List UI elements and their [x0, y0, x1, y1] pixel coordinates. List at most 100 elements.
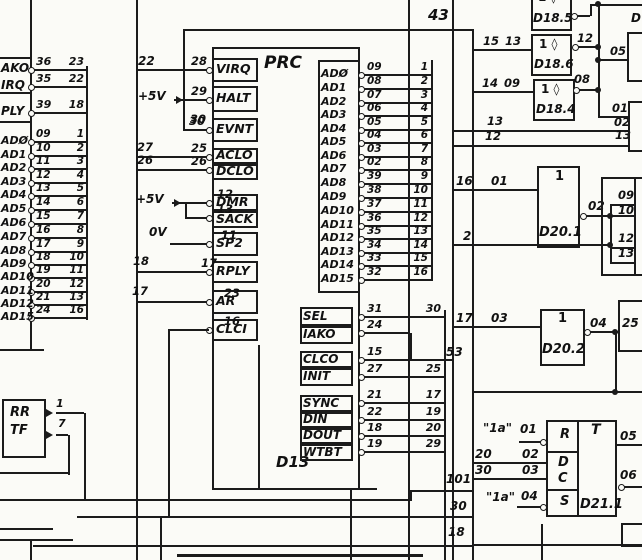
wire	[30, 0, 32, 57]
pin-number: 18	[36, 251, 51, 263]
wire	[410, 491, 412, 501]
net-label: 25	[622, 316, 639, 330]
pin-number: 28	[190, 54, 207, 68]
ic-edge	[212, 47, 360, 49]
wire	[364, 183, 431, 185]
pin-box-wtbt	[300, 444, 353, 461]
pin-number: 09	[36, 128, 51, 140]
tf-label: TF	[10, 423, 28, 438]
wire	[160, 518, 162, 560]
pin-circle	[357, 276, 365, 284]
pin-number: 17	[456, 311, 473, 325]
net-label: 30	[475, 463, 492, 477]
pin-label: RPLY	[216, 263, 250, 278]
pin-number: 21	[36, 291, 51, 303]
pin-circle	[27, 152, 35, 160]
pin-circle	[27, 83, 35, 91]
junction-dot	[595, 87, 601, 93]
bus-number: 20	[425, 421, 441, 434]
bus-number: 16	[69, 304, 84, 316]
pin-number: 10	[36, 142, 51, 154]
pin-number: 36	[36, 55, 52, 68]
bus-number: 1	[76, 128, 84, 140]
wire	[410, 490, 472, 492]
net-label: 17	[132, 284, 149, 298]
wire	[577, 15, 590, 17]
wire	[615, 332, 617, 392]
wire	[56, 412, 84, 414]
pin-number: 16	[223, 314, 240, 328]
box-divider	[634, 177, 636, 276]
pin-number: 01	[520, 422, 537, 436]
pin-label: EVNT	[216, 121, 254, 136]
wire	[364, 102, 431, 104]
pin-number: 02	[588, 199, 605, 213]
pin-label: AD2	[321, 95, 347, 108]
pin-circle	[357, 85, 365, 93]
pin-number: 01	[612, 101, 629, 115]
gate-symbol: 1	[555, 169, 565, 184]
pin-number: 05	[620, 429, 637, 443]
pin-number: 30	[189, 112, 206, 126]
wire	[136, 169, 207, 171]
bus-number: 5	[76, 182, 84, 194]
net-label: "1a"	[483, 421, 512, 435]
wire	[579, 89, 598, 91]
signal-label: AD9	[1, 257, 27, 270]
pin-number: 19	[367, 437, 383, 450]
connector-edge	[0, 349, 44, 351]
pin-number: 12	[36, 169, 51, 181]
pin-circle	[27, 220, 35, 228]
wire	[183, 129, 207, 131]
ic-edge	[212, 488, 377, 490]
pin-number: 15	[36, 210, 51, 222]
wire	[590, 4, 592, 16]
wire	[34, 141, 86, 143]
pin-box-dout	[300, 428, 353, 444]
pin-number: 21	[367, 388, 383, 401]
wire	[598, 59, 627, 61]
ic-divider	[318, 60, 320, 292]
pin-number: 06	[620, 468, 637, 482]
pin-label: AD1	[321, 81, 347, 94]
pin-number: 05	[610, 44, 627, 58]
bus-number: 18	[68, 98, 84, 111]
bus-number: 16	[413, 266, 428, 278]
pin-circle	[357, 399, 365, 407]
pin-number: 27	[367, 362, 383, 375]
pin-label: DIN	[303, 412, 328, 426]
bus-number: 23	[68, 55, 84, 68]
pin-box-evnt	[212, 118, 258, 142]
wire	[472, 391, 642, 393]
wire	[350, 490, 352, 560]
pin-number: 35	[367, 225, 382, 237]
pin-box-ar	[212, 290, 258, 314]
pin-label: CLCO	[303, 351, 339, 366]
wire	[364, 238, 431, 240]
pin-box-sync	[300, 395, 353, 412]
signal-label: AD4	[1, 188, 27, 201]
wire	[472, 462, 546, 464]
wire	[172, 202, 207, 204]
pin-label: INIT	[303, 369, 331, 383]
bus-line	[0, 499, 412, 501]
ff-divider	[546, 489, 577, 491]
wire	[364, 211, 431, 213]
bus-number: 14	[413, 239, 428, 251]
pin-label: AD5	[321, 135, 347, 148]
bus-line	[136, 0, 138, 560]
wire	[34, 264, 86, 266]
pin-number: 24	[367, 318, 383, 331]
ic-divider	[318, 291, 360, 293]
bus-number: 8	[76, 224, 84, 236]
wire	[34, 223, 86, 225]
ff-designator: D21.1	[580, 497, 623, 512]
ff-d21-1	[546, 420, 617, 517]
pin-circle	[27, 192, 35, 200]
wire	[610, 205, 612, 264]
pin-number: 39	[36, 98, 52, 111]
pin-box-clco	[300, 351, 353, 368]
bus-number: 7	[76, 210, 84, 222]
partial-box	[627, 32, 642, 82]
net-label: 0V	[149, 225, 167, 239]
